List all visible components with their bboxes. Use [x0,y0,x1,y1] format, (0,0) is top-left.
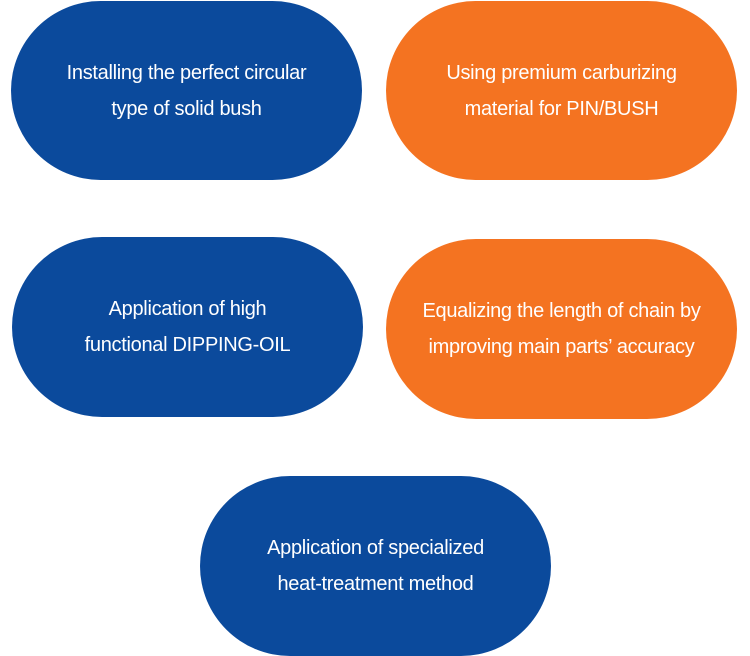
feature-text: Application of specialized heat-treatmen… [267,530,484,602]
feature-line-2: heat-treatment method [277,573,474,595]
feature-text: Using premium carburizing material for P… [446,55,677,127]
feature-text: Equalizing the length of chain by improv… [422,293,700,365]
feature-line-2: type of solid bush [111,97,262,120]
feature-pill-chain-length: Equalizing the length of chain by improv… [386,239,737,419]
feature-line-1: Using premium carburizing [446,61,677,84]
feature-line-1: Application of high [108,298,267,320]
feature-line-2: improving main parts’ accuracy [428,336,695,358]
feature-pill-carburizing-material: Using premium carburizing material for P… [386,1,737,180]
feature-pill-dipping-oil: Application of high functional DIPPING-O… [12,237,363,417]
feature-text: Installing the perfect circular type of … [67,55,307,127]
feature-pill-heat-treatment: Application of specialized heat-treatmen… [200,476,551,656]
feature-line-2: material for PIN/BUSH [464,97,659,120]
feature-text: Application of high functional DIPPING-O… [85,291,291,363]
feature-line-2: functional DIPPING-OIL [84,334,291,356]
feature-line-1: Equalizing the length of chain by [422,300,701,322]
feature-pill-solid-bush: Installing the perfect circular type of … [11,1,362,180]
feature-line-1: Installing the perfect circular [66,61,307,84]
feature-line-1: Application of specialized [267,537,484,559]
